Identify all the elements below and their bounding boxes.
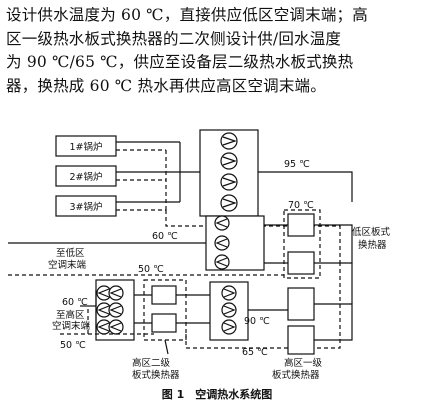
to-low-label-2: 空调末端 (48, 259, 87, 271)
low-hx-boundary (283, 209, 321, 279)
pump-arrow (215, 257, 228, 267)
temp-60-low-label: 60 ℃ (152, 231, 178, 242)
pump-arrow (109, 305, 122, 315)
to-high-label-1: 至高区 (56, 309, 85, 321)
pump-arrow (97, 288, 110, 298)
high2-hx-label-1: 高区二级 (132, 357, 171, 369)
paragraph-line: 设计供水温度为 60 ℃，直接供应低区空调末端；高 (6, 6, 368, 24)
return-main-70 (165, 210, 341, 262)
boiler-1-label: 1#锅炉 (69, 141, 102, 153)
high1-hx-label-2: 板式换热器 (272, 369, 320, 381)
pump-arrow (215, 238, 228, 248)
pump-arrow (109, 322, 122, 332)
boilers-group: 1#锅炉 2#锅炉 3#锅炉 (55, 135, 117, 217)
supply-main-95 (258, 171, 353, 202)
pump-icon (220, 194, 238, 212)
boiler-return-lines (116, 149, 167, 211)
low-hx-label-2: 换热器 (358, 239, 387, 251)
pump-icon (220, 152, 238, 170)
temp-65-label: 65 ℃ (242, 347, 268, 358)
paragraph-line: 器，换热成 60 ℃ 热水再供应高区空调末端。 (6, 76, 326, 95)
high2-hx-label-2: 板式换热器 (132, 369, 180, 381)
pump-icon (220, 132, 238, 150)
boiler-2-label: 2#锅炉 (69, 171, 102, 183)
intermediate-pumps (221, 285, 237, 335)
pump-arrow (222, 136, 237, 146)
temp-50-low-label: 50 ℃ (138, 264, 164, 275)
pump-arrow (223, 305, 236, 315)
boiler-2-box (55, 165, 117, 187)
pump-arrow (109, 288, 122, 298)
figure-caption: 图 1 空调热水系统图 (162, 387, 272, 401)
primary-pumps (220, 132, 238, 212)
to-high-label-2: 空调末端 (52, 320, 91, 332)
to-low-label-1: 至低区 (56, 247, 85, 259)
high2-hx-secondary-links (134, 294, 152, 324)
pump-arrow (222, 198, 237, 208)
pump-arrow (222, 177, 237, 187)
pump-arrow (223, 322, 236, 332)
low-hx-plate-2 (287, 251, 315, 275)
paragraph-line: 区一级热水板式换热器的二次侧设计供/回水温度 (6, 29, 342, 48)
temp-60-high-label: 60 ℃ (62, 297, 88, 308)
temp-70-label: 70 ℃ (288, 200, 314, 211)
pump-arrow (97, 322, 110, 332)
high1-hx-plate-1 (287, 287, 315, 321)
paragraph-line: 为 90 ℃/65 ℃，供应至设备层二级热水板式换热 (6, 53, 354, 71)
body-paragraph: 设计供水温度为 60 ℃，直接供应低区空调末端；高 区一级热水板式换热器的二次侧… (6, 4, 430, 98)
high-intermediate-65 (185, 334, 288, 349)
high1-hx-label-1: 高区一级 (284, 357, 323, 369)
pump-icon (220, 173, 238, 191)
high2-hx-plate-1 (151, 285, 177, 305)
low-hx-plate-1 (287, 213, 315, 237)
boiler-3-label: 3#锅炉 (69, 201, 102, 213)
high2-hx-plate-2 (151, 313, 177, 333)
temp-95-label: 95 ℃ (284, 159, 310, 170)
high2-hx-primary-loop (176, 294, 215, 324)
high-return-50 (60, 306, 154, 335)
temp-90-label: 90 ℃ (244, 316, 270, 327)
low-pumps (214, 215, 230, 270)
high-pumps (96, 285, 124, 335)
temp-50-high-label: 50 ℃ (60, 340, 86, 351)
high2-hx-leader (164, 339, 169, 355)
low-hx-secondary-links (264, 224, 288, 264)
low-hx-primary-loop (314, 224, 353, 264)
pump-arrow (215, 218, 228, 228)
high2-hx-boundary (143, 279, 187, 341)
high1-hx-primary-loop (314, 303, 353, 341)
low-hx-label-1: 低区板式 (352, 226, 391, 238)
pump-arrow (223, 288, 236, 298)
high1-hx-return-riser (314, 262, 341, 349)
boiler-3-box (55, 195, 117, 217)
pump-arrow (97, 305, 110, 315)
boiler-supply-lines (116, 141, 181, 203)
high1-hx-plate-2 (287, 325, 315, 355)
pump-arrow (222, 156, 237, 166)
boiler-1-box (55, 135, 117, 157)
hot-water-system-diagram: 1#锅炉 2#锅炉 3#锅炉 95 ℃ 70 ℃ 低区板式 (8, 129, 391, 401)
